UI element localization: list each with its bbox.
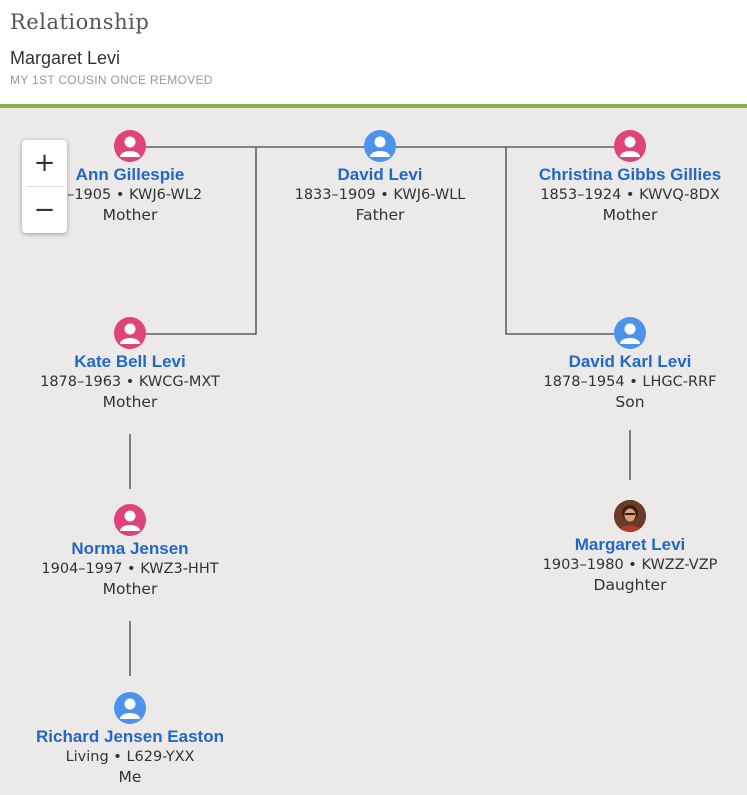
person-role: Mother (602, 206, 658, 224)
female-avatar-icon (114, 504, 146, 536)
connector-david-to-davidkarl (505, 147, 614, 335)
person-name: Margaret Levi (10, 48, 121, 68)
person-name-link[interactable]: Kate Bell Levi (74, 352, 186, 371)
zoom-divider (26, 186, 63, 187)
person-dates-id: 1–1905 • KWJ6-WL2 (57, 187, 203, 203)
male-avatar-icon (114, 692, 146, 724)
person-dates-id: 1833–1909 • KWJ6-WLL (294, 187, 466, 203)
person-name-link[interactable]: Ann Gillespie (75, 165, 185, 184)
person-name-link[interactable]: Richard Jensen Easton (35, 727, 224, 746)
person-name-link[interactable]: Margaret Levi (574, 535, 686, 554)
person-role: Me (118, 768, 142, 786)
relationship-label: MY 1ST COUSIN ONCE REMOVED (10, 73, 213, 87)
person-card-norma-jensen[interactable]: Norma Jensen 1904–1997 • KWZ3-HHT Mother (5, 504, 255, 599)
person-dates-id: Living • L629-YXX (65, 749, 195, 765)
zoom-control: + − (22, 140, 67, 233)
zoom-out-button[interactable]: − (33, 195, 56, 225)
person-dates-id: 1903–1980 • KWZZ-VZP (542, 557, 718, 573)
person-card-david-karl-levi[interactable]: David Karl Levi 1878–1954 • LHGC-RRF Son (505, 317, 747, 412)
person-dates-id: 1878–1963 • KWCG-MXT (40, 374, 220, 390)
person-name-link[interactable]: Norma Jensen (71, 539, 189, 558)
person-dates-id: 1853–1924 • KWVQ-8DX (540, 187, 720, 203)
female-avatar-icon (114, 317, 146, 349)
female-avatar-icon (614, 130, 646, 162)
person-dates-id: 1878–1954 • LHGC-RRF (543, 374, 717, 390)
female-avatar-icon (114, 130, 146, 162)
person-name-link[interactable]: David Karl Levi (568, 352, 692, 371)
person-card-margaret-levi[interactable]: Margaret Levi 1903–1980 • KWZZ-VZP Daugh… (505, 500, 747, 595)
person-role: Mother (102, 393, 158, 411)
person-card-richard-jensen-easton[interactable]: Richard Jensen Easton Living • L629-YXX … (5, 692, 255, 787)
person-card-kate-bell-levi[interactable]: Kate Bell Levi 1878–1963 • KWCG-MXT Moth… (5, 317, 255, 412)
person-name-link[interactable]: Christina Gibbs Gillies (538, 165, 722, 184)
person-dates-id: 1904–1997 • KWZ3-HHT (41, 561, 219, 577)
person-role: Father (355, 206, 405, 224)
person-card-christina-gibbs-gillies[interactable]: Christina Gibbs Gillies 1853–1924 • KWVQ… (505, 130, 747, 225)
person-card-ann-gillespie[interactable]: Ann Gillespie 1–1905 • KWJ6-WL2 Mother (5, 130, 255, 225)
zoom-in-button[interactable]: + (33, 148, 56, 178)
person-card-david-levi[interactable]: David Levi 1833–1909 • KWJ6-WLL Father (255, 130, 505, 225)
person-role: Son (615, 393, 645, 411)
person-role: Mother (102, 580, 158, 598)
page-title: Relationship (10, 10, 150, 34)
male-avatar-icon (614, 317, 646, 349)
relationship-chart[interactable]: Ann Gillespie 1–1905 • KWJ6-WL2 Mother D… (0, 108, 747, 795)
relationship-header: Relationship Margaret Levi MY 1ST COUSIN… (0, 0, 747, 104)
header-divider (0, 104, 747, 108)
person-photo-icon (614, 500, 646, 532)
person-name-link[interactable]: David Levi (337, 165, 423, 184)
person-role: Daughter (593, 576, 667, 594)
male-avatar-icon (364, 130, 396, 162)
connector-david-to-kate (146, 147, 257, 335)
person-role: Mother (102, 206, 158, 224)
